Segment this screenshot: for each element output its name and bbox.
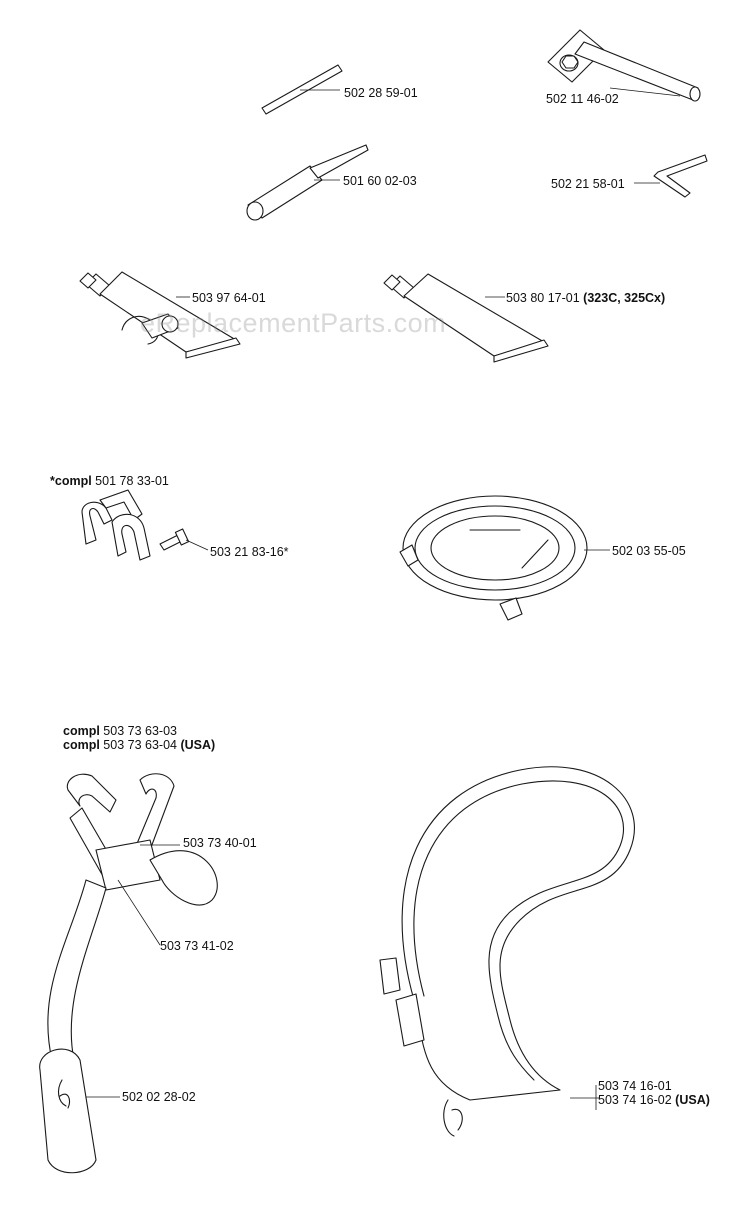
drift-tool-part <box>246 144 369 221</box>
part-label: 502 21 58-01 <box>551 177 625 191</box>
part-number: 503 97 64-01 <box>192 291 266 305</box>
loop-strap-part <box>379 766 635 1137</box>
part-number: 503 73 40-01 <box>183 836 257 850</box>
part-note: (USA) <box>675 1093 710 1107</box>
part-label: 503 97 64-01 <box>192 291 266 305</box>
assembly-label: compl 503 73 63-03 <box>63 724 177 738</box>
part-label: 503 21 83-16* <box>210 545 289 559</box>
part-note: (323C, 325Cx) <box>583 291 666 305</box>
part-number: 502 03 55-05 <box>612 544 686 558</box>
clamp-assembly-part <box>81 489 209 561</box>
assembly-note: (USA) <box>180 738 216 752</box>
assembly-label: *compl 501 78 33-01 <box>50 474 169 488</box>
part-number: 503 80 17-01 <box>506 291 580 305</box>
assembly-number: 503 73 63-03 <box>103 724 177 738</box>
hex-key-part <box>634 154 708 198</box>
part-number: 503 73 41-02 <box>160 939 234 953</box>
harness-part <box>39 773 218 1174</box>
part-label: 502 03 55-05 <box>612 544 686 558</box>
grease-tube-part-1 <box>79 271 241 359</box>
part-number: 502 28 59-01 <box>344 86 418 100</box>
part-label: 502 28 59-01 <box>344 86 418 100</box>
part-number: 503 74 16-01 <box>598 1079 672 1093</box>
part-label: 503 73 41-02 <box>160 939 234 953</box>
part-label: 503 80 17-01 (323C, 325Cx) <box>506 291 665 305</box>
part-label: 503 73 40-01 <box>183 836 257 850</box>
part-label: 502 02 28-02 <box>122 1090 196 1104</box>
watermark: eReplacementParts.com <box>140 308 447 338</box>
part-number: 502 02 28-02 <box>122 1090 196 1104</box>
part-number: 502 21 58-01 <box>551 177 625 191</box>
part-number: 501 60 02-03 <box>343 174 417 188</box>
grease-tube-part-2 <box>383 273 549 363</box>
assembly-prefix: *compl <box>50 474 92 488</box>
part-number: 503 21 83-16* <box>210 545 289 559</box>
part-label: 502 11 46-02 <box>546 92 619 106</box>
part-number: 502 11 46-02 <box>546 92 619 106</box>
assembly-number: 503 73 63-04 <box>103 738 177 752</box>
part-number: 503 74 16-02 <box>598 1093 672 1107</box>
assembly-prefix: compl <box>63 724 100 738</box>
rod-part <box>261 64 343 115</box>
assembly-number: 501 78 33-01 <box>95 474 169 488</box>
part-label: 503 74 16-02 (USA) <box>598 1093 710 1107</box>
assembly-label: compl 503 73 63-04 (USA) <box>63 738 215 752</box>
part-label: 501 60 02-03 <box>343 174 417 188</box>
assembly-prefix: compl <box>63 738 100 752</box>
ring-guard-part <box>399 495 610 621</box>
part-label: 503 74 16-01 <box>598 1079 672 1093</box>
combination-wrench-part <box>547 29 701 102</box>
